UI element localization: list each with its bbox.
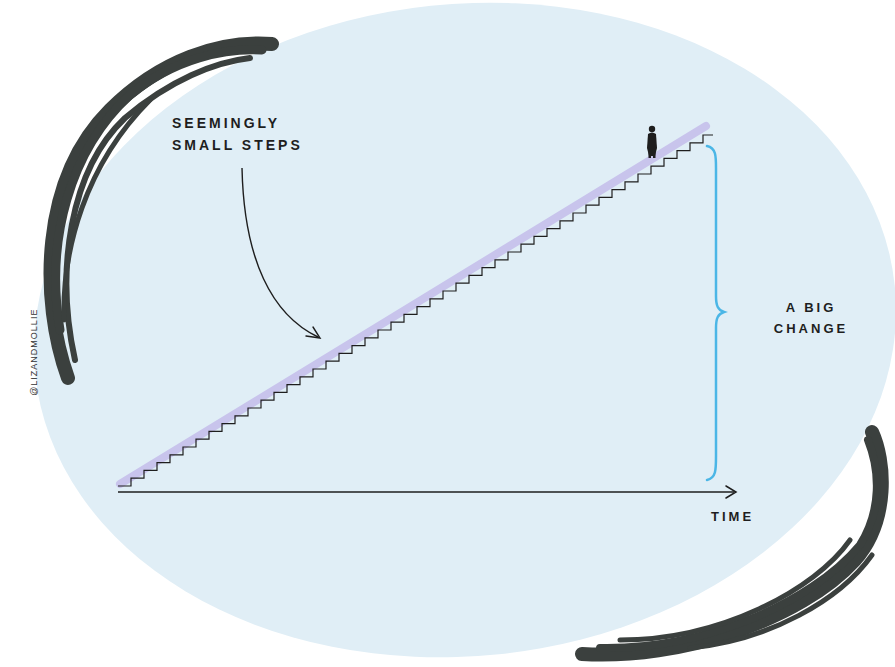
time-axis-arrowhead	[726, 486, 736, 498]
person-figure	[647, 126, 657, 158]
staircase	[118, 135, 713, 486]
change-label: A BIG CHANGE	[761, 298, 861, 340]
watermark: @LIZANDMOLLIE	[28, 308, 42, 395]
scribble-top-left	[51, 44, 272, 378]
time-axis	[118, 491, 734, 493]
step-band	[120, 126, 706, 484]
axis-label: TIME	[711, 507, 801, 528]
callout-text: SEEMINGLY SMALL STEPS	[172, 112, 332, 157]
leader-arrowhead	[306, 327, 320, 338]
leader-line	[242, 168, 318, 337]
scribble-bottom-right	[582, 432, 882, 655]
change-bracket	[707, 146, 724, 480]
